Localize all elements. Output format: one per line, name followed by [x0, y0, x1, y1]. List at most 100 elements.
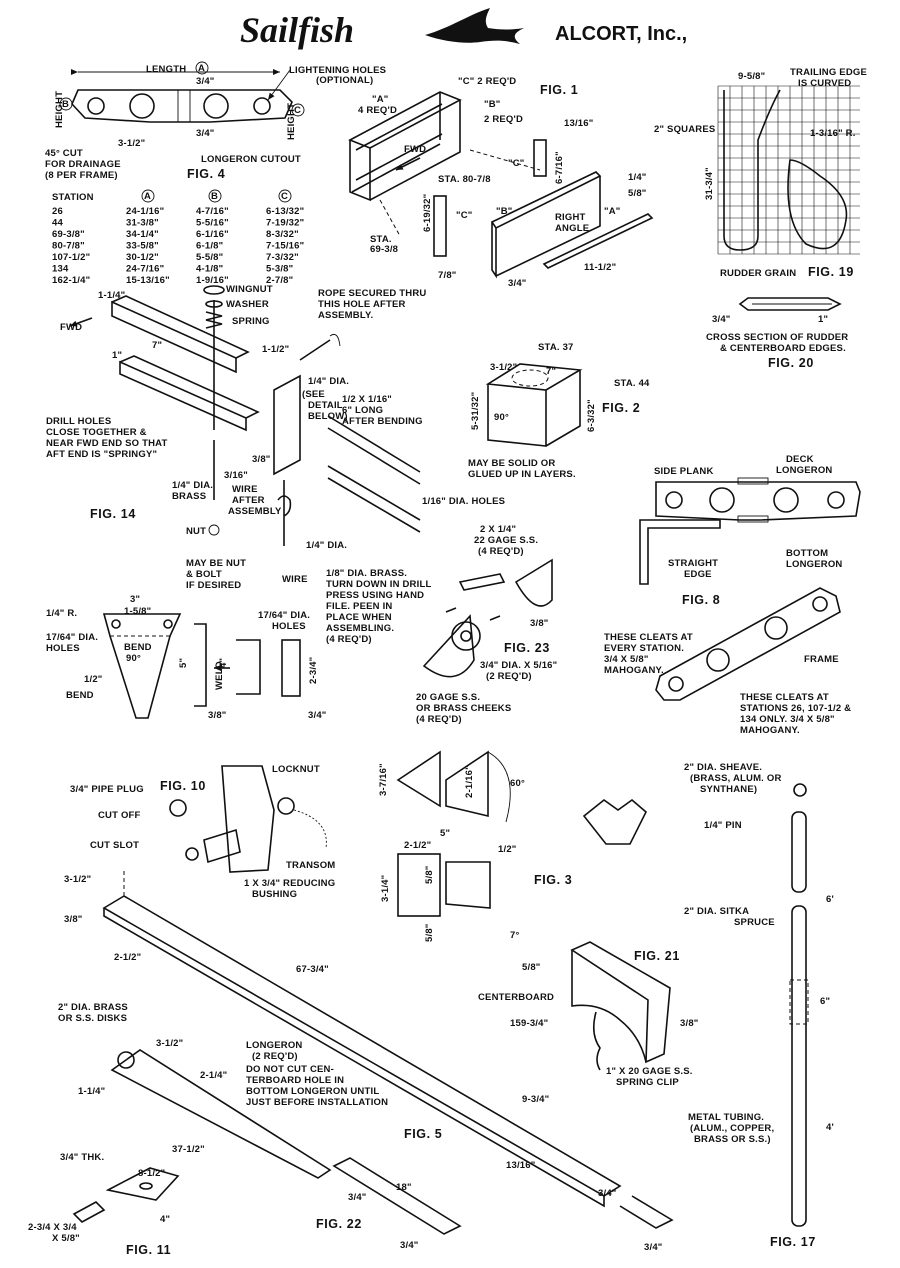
- wedge-3d: [582, 798, 647, 845]
- fig23-dia-2: (2 REQ'D): [486, 671, 532, 682]
- fig5-d312: 3-1/2": [64, 874, 91, 885]
- bracket-holes: 17/64" DIA.: [46, 632, 98, 643]
- bracket-holes2-2: HOLES: [272, 621, 306, 632]
- fig20-caption-2: & CENTERBOARD EDGES.: [720, 343, 846, 354]
- label-height-left: HEIGHT: [54, 91, 65, 128]
- fig1: "C" 2 REQ'D "A" 4 REQ'D "B" 2 REQ'D FIG.…: [348, 76, 654, 289]
- fig5-longeron: LONGERON: [246, 1040, 303, 1051]
- deck-longeron: [102, 895, 622, 1197]
- fig20-d1: 1": [818, 314, 828, 325]
- brand-name: ALCORT, Inc.,: [555, 23, 687, 45]
- fig17-sheave: 2" DIA. SHEAVE.: [684, 762, 762, 773]
- spring-icon: [205, 311, 223, 329]
- fig17: 2" DIA. SHEAVE. (BRASS, ALUM. OR SYNTHAN…: [684, 762, 834, 1249]
- table-cell: 7-15/16": [266, 241, 304, 252]
- tiller: [110, 1049, 332, 1179]
- fig14-detail-3: BELOW): [308, 411, 348, 422]
- deck-longeron-edge: [103, 908, 605, 1208]
- table-cell: 30-1/2": [126, 252, 159, 263]
- fig14-drill-4: AFT END IS "SPRINGY": [46, 449, 157, 460]
- lightening-hole: [87, 97, 105, 115]
- fig3-d212: 2-1/2": [404, 840, 431, 851]
- fwd-arrow: [395, 157, 421, 171]
- washer-icon: [205, 300, 223, 308]
- fig11-title: FIG. 11: [126, 1243, 171, 1257]
- fig22: 3/4" 18" FIG. 22 3/4" 3/4": [316, 1157, 616, 1251]
- fig14-detail: (SEE: [302, 389, 325, 400]
- fig3-d5: 5": [440, 828, 450, 839]
- fig19: 9-5/8" TRAILING EDGE IS CURVED 2" SQUARE…: [654, 67, 867, 279]
- fig1-d619: 6-19/32": [422, 194, 433, 232]
- fig1-d78: 7/8": [438, 270, 457, 281]
- table-cell: 7-3/32": [266, 252, 299, 263]
- bottom-cleat: [737, 515, 769, 523]
- bracket-d158: 1-5/8": [124, 606, 151, 617]
- fig23-brass-3: PRESS USING HAND: [326, 590, 424, 601]
- fig1-d1112: 11-1/2": [584, 262, 616, 273]
- fig23-brass-4: FILE. PEEN IN: [326, 601, 392, 612]
- label-per-frame: (8 PER FRAME): [45, 170, 118, 181]
- table-cell: 6-13/32": [266, 206, 304, 217]
- table-header-b: B: [211, 191, 218, 202]
- table-cell: 107-1/2": [52, 252, 90, 263]
- fig14-wingnut: WINGNUT: [226, 284, 273, 295]
- table-cell: 1-9/16": [196, 275, 229, 286]
- fig5-longeron-2: (2 REQ'D): [252, 1051, 298, 1062]
- fig23-title: FIG. 23: [504, 641, 550, 655]
- fig1-d13: 13/16": [564, 118, 593, 129]
- bracket-weld: WELD: [214, 661, 225, 690]
- fig2-sta44: STA. 44: [614, 378, 650, 389]
- leader-lightening: [267, 69, 291, 101]
- label-longeron-cutout: LONGERON CUTOUT: [201, 154, 301, 165]
- fig17-spruce: 2" DIA. SITKA: [684, 906, 749, 917]
- sheave-icon: [451, 621, 481, 651]
- table-header-station: STATION: [52, 192, 94, 203]
- hole-outline: [511, 369, 549, 387]
- fig14-holes: 1/16" DIA. HOLES: [422, 496, 505, 507]
- fig1-sta693: 69-3/8: [370, 244, 398, 255]
- weld-block: [281, 639, 301, 697]
- fig19-d3134: 31-3/4": [704, 167, 715, 200]
- fig14-drill-2: CLOSE TOGETHER &: [46, 427, 147, 438]
- fig1-a-req: 4 REQ'D: [358, 105, 397, 116]
- fig17-sheave-3: SYNTHANE): [700, 784, 757, 795]
- fig8-bottom: BOTTOM: [786, 548, 828, 559]
- fig23-brass: 1/8" DIA. BRASS.: [326, 568, 407, 579]
- fig19-squares: 2" SQUARES: [654, 124, 715, 135]
- fig1-b2: "B": [496, 206, 512, 217]
- fig8-cleats1-2: EVERY STATION.: [604, 643, 684, 654]
- fig1-a2: "A": [604, 206, 620, 217]
- fig23-brass-6: ASSEMBLING.: [326, 623, 394, 634]
- fig17-d6b: 6": [820, 996, 830, 1007]
- fig14-bend: 1/2 X 1/16": [342, 394, 392, 405]
- table-cell: 4-1/8": [196, 264, 223, 275]
- table-cell: 7-19/32": [266, 218, 304, 229]
- table-cell: 5-3/8": [266, 264, 293, 275]
- fig3-d12: 1/2": [498, 844, 517, 855]
- fig14-bend-3: AFTER BENDING: [342, 416, 423, 427]
- label-a: A: [198, 63, 205, 74]
- fig14-rope-3: ASSEMBLY.: [318, 310, 373, 321]
- fig14-wire-3: ASSEMBLY: [228, 506, 282, 517]
- block: [485, 363, 583, 447]
- fig8-deck-2: LONGERON: [776, 465, 833, 476]
- fig2-angle: 90°: [494, 412, 509, 423]
- table-header-c: C: [281, 191, 288, 202]
- table-cell: 44: [52, 218, 63, 229]
- table-cell: 4-7/16": [196, 206, 229, 217]
- fig19-curved: IS CURVED: [798, 78, 851, 89]
- fig5-d6734: 67-3/4": [296, 964, 329, 975]
- tiller-block: [105, 1167, 180, 1201]
- chain-icon: [293, 809, 327, 849]
- bracket-bend-label: BEND: [66, 690, 94, 701]
- fig4-title: FIG. 4: [187, 167, 225, 181]
- bracket-d4: 4": [218, 658, 229, 668]
- table-cell: 15-13/16": [126, 275, 170, 286]
- centerboard-outline: [787, 159, 848, 250]
- fig2-d312: 3-1/2": [490, 362, 517, 373]
- fig5-longeron-5: BOTTOM LONGERON UNTIL: [246, 1086, 379, 1097]
- bracket: 3" 1-5/8" 1/4" R. 17/64" DIA. HOLES BEND…: [46, 594, 326, 721]
- fig14-d14b: 1/4" DIA.: [306, 540, 347, 551]
- label-length: LENGTH: [146, 64, 186, 75]
- fig1-fwd: FWD: [404, 144, 426, 155]
